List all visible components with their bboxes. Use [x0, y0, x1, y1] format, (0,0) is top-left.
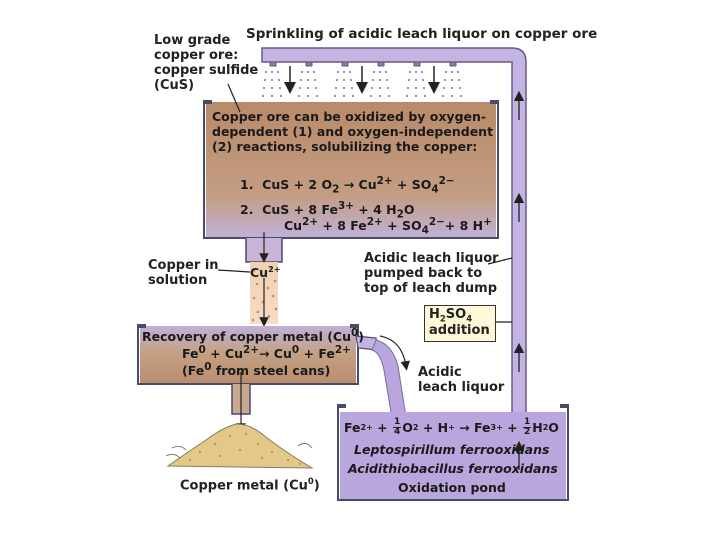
recovery-note: (Fe0 from steel cans) — [182, 361, 331, 379]
copper-ion-label: Cu2+ — [250, 264, 281, 281]
spray-down-arrows — [284, 66, 440, 94]
copper-in-solution-label: Copper in solution — [148, 258, 219, 288]
copper-pile-texture — [188, 432, 302, 466]
copper-metal-label: Copper metal (Cu0) — [180, 476, 320, 494]
acidic-leach-liquor-label: Acidic leach liquor — [418, 365, 505, 395]
reaction-2b: Cu2+ + 8 Fe2+ + SO42−+ 8 H+ — [284, 216, 492, 237]
sprinkler-nozzles — [269, 61, 457, 67]
organism-leptospirillum: Leptospirillum ferrooxidans — [354, 442, 550, 457]
oxidation-pond-label: Oxidation pond — [398, 480, 506, 495]
pump-label: Acidic leach liquor pumped back to top o… — [364, 251, 499, 296]
h2so4-addition-box: H2SO4 addition — [424, 305, 496, 343]
diagram-title: Sprinkling of acidic leach liquor on cop… — [246, 26, 598, 42]
organism-acidithiobacillus: Acidithiobacillus ferrooxidans — [348, 461, 558, 476]
pump-leader — [487, 257, 513, 265]
h2so4-addition-label: addition — [429, 323, 490, 339]
return-pipe — [261, 47, 527, 501]
pile-scratches — [165, 443, 313, 459]
copper-solution-leader — [217, 269, 251, 273]
recovery-equation: Fe0 + Cu2+→ Cu0 + Fe2+ — [182, 344, 351, 362]
leach-dump-tank — [206, 102, 496, 237]
leach-liquor-arrow — [379, 335, 411, 371]
h2so4-formula: H2SO4 — [429, 307, 473, 324]
leach-spray — [262, 71, 462, 97]
ore-leader — [227, 83, 241, 113]
recovery-title: Recovery of copper metal (Cu0) — [142, 327, 364, 345]
leach-description: Copper ore can be oxidized by oxygen- de… — [212, 109, 494, 154]
reaction-2a: 2. CuS + 8 Fe3+ + 4 H2O — [240, 200, 415, 221]
reaction-1: 1. CuS + 2 O2 → Cu2+ + SO42− — [240, 175, 455, 196]
oxidation-pond — [340, 412, 566, 499]
ore-label: Low grade copper ore: copper sulfide (Cu… — [154, 33, 259, 93]
recovery-tank — [140, 326, 356, 383]
copper-metal-pile — [166, 423, 314, 469]
